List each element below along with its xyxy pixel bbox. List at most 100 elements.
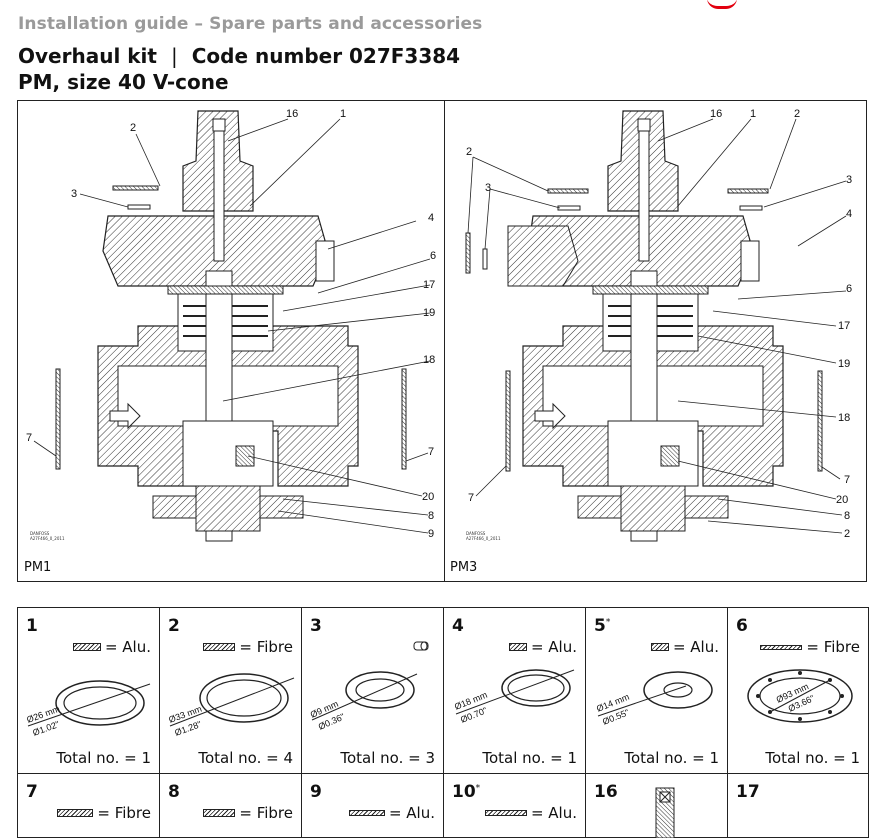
part-total: Total no. = 4 — [198, 749, 293, 767]
alu-material-icon — [348, 810, 385, 816]
part-total: Total no. = 1 — [482, 749, 577, 767]
svg-text:3: 3 — [846, 174, 852, 186]
svg-text:2: 2 — [130, 122, 136, 134]
fibre-material-icon — [203, 809, 236, 817]
svg-text:20: 20 — [836, 494, 848, 506]
svg-text:9: 9 — [428, 528, 434, 540]
part-cell-8: 8 = Fibre — [160, 774, 302, 838]
svg-text:3: 3 — [485, 182, 491, 194]
part-material: = Alu. — [650, 638, 719, 656]
part-cell-17: 17 — [728, 774, 869, 838]
part-cell-2: 2 = Fibre Ø33 mm Ø1.28" Total no. = 4 — [160, 608, 302, 774]
part-number: 8 — [168, 782, 180, 802]
svg-text:8: 8 — [428, 510, 434, 522]
svg-text:7: 7 — [26, 432, 32, 444]
figure-label-pm3: PM3 — [450, 560, 478, 575]
part-cell-5: 5* = Alu. Ø14 mm Ø0.55" Total no. = 1 — [586, 608, 728, 774]
part-number: 9 — [310, 782, 322, 802]
part-cell-4: 4 = Alu. Ø18 mm Ø0.70" Total no. = 1 — [444, 608, 586, 774]
svg-text:4: 4 — [846, 208, 852, 220]
svg-text:19: 19 — [423, 307, 435, 319]
part-number: 4 — [452, 616, 464, 636]
alu-material-icon — [650, 643, 669, 651]
part-cell-7: 7 = Fibre — [18, 774, 160, 838]
ring-drawing: Ø9 mm Ø0.36" — [309, 641, 429, 732]
part-number: 16 — [594, 782, 618, 802]
alu-material-icon — [508, 643, 527, 651]
svg-text:2: 2 — [466, 146, 472, 158]
part-cell-16: 16 — [586, 774, 728, 838]
svg-text:6: 6 — [846, 283, 852, 295]
part-number: 3 — [310, 616, 322, 636]
svg-text:1: 1 — [340, 108, 346, 120]
part-total: Total no. = 1 — [624, 749, 719, 767]
figure-divider — [444, 101, 445, 581]
svg-text:18: 18 — [838, 412, 850, 424]
ring-drawing: Ø26 mm Ø1.02" — [25, 680, 151, 738]
svg-text:17: 17 — [423, 279, 435, 291]
figure-panel: 2 3 16 1 4 6 17 19 18 7 7 20 8 9 — [17, 100, 867, 582]
part-number: 7 — [26, 782, 38, 802]
part-cell-9: 9 = Alu. — [302, 774, 444, 838]
part-number: 5* — [594, 616, 611, 636]
svg-text:2: 2 — [844, 528, 850, 540]
part-material: = Alu. — [72, 638, 151, 656]
part-cell-6: 6 = Fibre Ø93 mm Ø3.66" Total no. = 1 — [728, 608, 869, 774]
ring-drawing: Ø18 mm Ø0.70" — [453, 669, 575, 725]
svg-text:20: 20 — [422, 491, 434, 503]
part-material: = Alu. — [484, 804, 577, 822]
part-material: = Alu. — [348, 804, 435, 822]
fibre-material-icon — [57, 809, 94, 817]
stem-drawing — [655, 787, 675, 838]
valve-drawings: 2 3 16 1 4 6 17 19 18 7 7 20 8 9 — [26, 108, 852, 542]
svg-text:18: 18 — [423, 354, 435, 366]
svg-text:8: 8 — [844, 510, 850, 522]
part-material: = Fibre — [203, 804, 293, 822]
part-cell-3: 3 Ø9 mm Ø0.36" Total no. = 3 — [302, 608, 444, 774]
part-material: = Fibre — [760, 638, 860, 656]
alu-material-icon — [484, 810, 527, 816]
part-total: Total no. = 1 — [56, 749, 151, 767]
title-separator: | — [170, 44, 178, 68]
part-number: 6 — [736, 616, 748, 636]
part-number: 17 — [736, 782, 760, 802]
ring-drawing: Ø33 mm Ø1.28" — [167, 673, 295, 738]
svg-text:7: 7 — [428, 446, 434, 458]
title-code: Code number 027F3384 — [191, 44, 461, 68]
fibre-material-icon — [760, 644, 803, 650]
title-left: Overhaul kit — [18, 44, 157, 68]
part-cell-1: 1 = Alu. Ø26 mm Ø1.02" Total no. = 1 — [18, 608, 160, 774]
part-material: = Fibre — [203, 638, 293, 656]
part-total: Total no. = 3 — [340, 749, 435, 767]
part-material: = Fibre — [57, 804, 151, 822]
figure-label-pm1: PM1 — [24, 560, 52, 575]
svg-text:7: 7 — [844, 474, 850, 486]
part-number: 1 — [26, 616, 38, 636]
figure-ref-right: DANFOSS A27F466_0_2011 — [466, 531, 501, 541]
svg-text:1: 1 — [750, 108, 756, 120]
section-heading: Installation guide – Spare parts and acc… — [18, 14, 483, 34]
svg-text:6: 6 — [430, 250, 436, 262]
part-total: Total no. = 1 — [765, 749, 860, 767]
fibre-material-icon — [203, 643, 236, 651]
svg-text:16: 16 — [286, 108, 298, 120]
svg-text:7: 7 — [468, 492, 474, 504]
page-title: Overhaul kit | Code number 027F3384 — [18, 44, 460, 68]
svg-text:19: 19 — [838, 358, 850, 370]
svg-text:16: 16 — [710, 108, 722, 120]
part-cell-10: 10* = Alu. — [444, 774, 586, 838]
gasket-drawing: Ø93 mm Ø3.66" — [747, 669, 853, 723]
alu-material-icon — [72, 643, 101, 651]
svg-text:3: 3 — [71, 188, 77, 200]
parts-grid: 1 = Alu. Ø26 mm Ø1.02" Total no. = 1 2 =… — [17, 607, 869, 838]
part-number: 10* — [452, 782, 481, 802]
svg-text:17: 17 — [838, 320, 850, 332]
page-subtitle: PM, size 40 V-cone — [18, 70, 229, 94]
part-number: 2 — [168, 616, 180, 636]
ring-drawing: Ø14 mm Ø0.55" — [595, 671, 713, 727]
svg-text:4: 4 — [428, 212, 434, 224]
part-material: = Alu. — [508, 638, 577, 656]
figure-ref-left: DANFOSS A27F466_0_2011 — [30, 531, 65, 541]
svg-text:2: 2 — [794, 108, 800, 120]
brand-logo-mark — [707, 0, 737, 9]
